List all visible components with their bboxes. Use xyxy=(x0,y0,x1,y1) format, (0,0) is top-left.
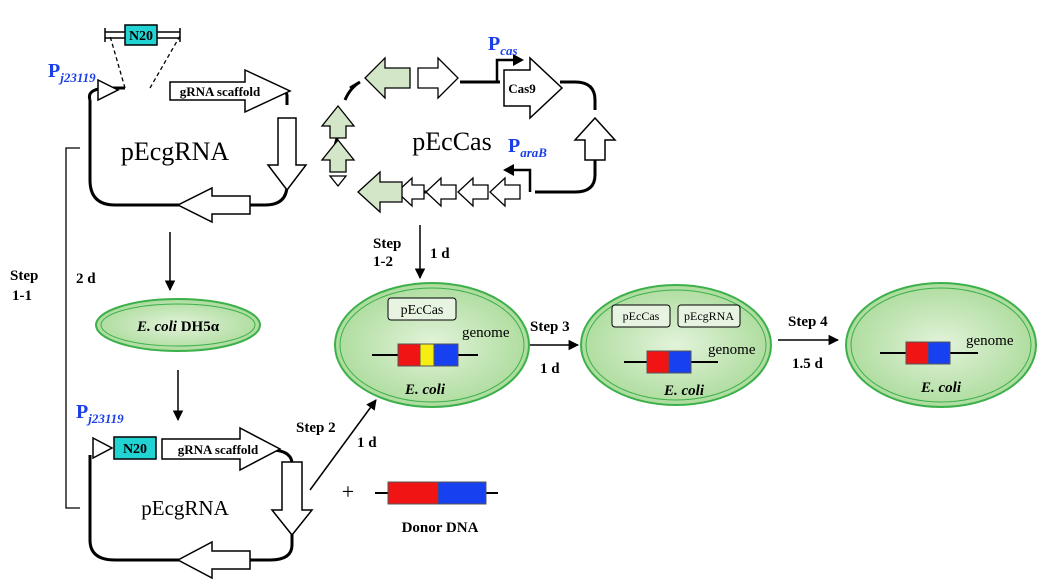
n20-top-label: N20 xyxy=(129,29,153,44)
cell2-genome-label: genome xyxy=(708,342,756,358)
promoter-j23119-top: Pj23119 xyxy=(48,60,96,85)
promoter-triangle-icon xyxy=(97,78,120,102)
step-2-arrow xyxy=(309,399,377,491)
cell2-plasmid1-label: pEcCas xyxy=(623,309,660,323)
pecgrna-top-plasmid: N20 Pj23119 gRNA scaffold pEcgRNA xyxy=(48,24,308,224)
cell1-genome-label: genome xyxy=(462,325,510,341)
green-gene-arrow xyxy=(320,104,356,139)
genome-blue-block xyxy=(433,343,459,367)
genome-blue-block xyxy=(668,350,692,374)
n20-top-box: N20 xyxy=(104,24,181,46)
donor-dna: Donor DNA xyxy=(375,481,498,536)
pecgrna-top-label: pEcgRNA xyxy=(121,137,230,166)
genome-red-block xyxy=(646,350,670,374)
cell2-plasmid2-label: pEcgRNA xyxy=(684,309,734,323)
promoter-parab: ParaB xyxy=(508,135,547,160)
time-2d-label: 2 d xyxy=(76,271,96,287)
white-gene-arrow xyxy=(457,176,489,208)
cas9-label: Cas9 xyxy=(508,81,536,96)
time-step12-label: 1 d xyxy=(430,246,450,262)
donor-blue-block xyxy=(437,481,487,505)
left-arrow-gene-icon xyxy=(176,540,251,580)
ecoli-cell-3: genome E. coli xyxy=(845,282,1037,408)
plasmid-box xyxy=(387,297,457,321)
ecoli-dh5a-cell: E. coli DH5α xyxy=(95,298,261,352)
grna-scaffold-arrow xyxy=(161,426,282,472)
donor-dna-label: Donor DNA xyxy=(402,520,479,536)
genome-blue-block xyxy=(927,341,951,365)
plasmid-box xyxy=(611,304,671,328)
cell3-genome-label: genome xyxy=(966,333,1014,349)
small-triangle-icon xyxy=(328,175,348,188)
pecas-plasmid: Pcas Cas9 ParaB pEcCas xyxy=(320,33,617,214)
time-step4-label: 1.5 d xyxy=(792,356,824,372)
green-gene-arrow xyxy=(364,56,411,100)
ecoli-dh5a-label: E. coli DH5α xyxy=(136,319,220,335)
up-arrow-gene-icon xyxy=(573,116,617,161)
step-3-label: Step 3 xyxy=(530,319,570,335)
pecas-label: pEcCas xyxy=(412,127,491,156)
grna-scaffold-bottom-label: gRNA scaffold xyxy=(178,442,259,457)
step-2-label: Step 2 xyxy=(296,420,336,436)
promoter-triangle-icon xyxy=(92,436,114,460)
n20-bottom-label: N20 xyxy=(123,442,147,457)
pecgrna-bottom-plasmid: Pj23119 N20 gRNA scaffold pEcgRNA xyxy=(76,401,314,580)
plasmid-box xyxy=(677,304,741,328)
green-gene-arrow xyxy=(320,138,356,173)
cas9-gene-arrow xyxy=(503,56,564,120)
down-arrow-gene-icon xyxy=(266,117,308,192)
cell2-name: E. coli xyxy=(663,383,705,399)
cell1-name: E. coli xyxy=(404,382,446,398)
time-step2-label: 1 d xyxy=(357,435,377,451)
green-gene-arrow xyxy=(357,170,403,214)
genome-red-block xyxy=(905,341,929,365)
time-step3-label: 1 d xyxy=(540,361,560,377)
grna-scaffold-top-label: gRNA scaffold xyxy=(180,84,261,99)
ecoli-cell-1: pEcCas genome E. coli xyxy=(334,282,530,408)
left-arrow-gene-icon xyxy=(176,186,251,224)
white-gene-arrow xyxy=(425,176,457,208)
down-arrow-gene-icon xyxy=(270,461,314,537)
ecoli-cell-2: pEcCas pEcgRNA genome E. coli xyxy=(580,284,772,406)
plasmid-backbone xyxy=(87,86,289,207)
donor-red-block xyxy=(387,481,439,505)
n20-bottom-box xyxy=(113,436,157,460)
step-4-label: Step 4 xyxy=(788,314,828,330)
plus-sign: + xyxy=(342,479,354,504)
cell1-plasmid-label: pEcCas xyxy=(401,303,444,318)
genome-red-block xyxy=(397,343,421,367)
genome-yellow-block xyxy=(419,343,435,367)
promoter-j23119-bottom: Pj23119 xyxy=(76,401,124,426)
pecgrna-bottom-label: pEcgRNA xyxy=(141,496,229,520)
grna-scaffold-arrow xyxy=(169,68,292,114)
white-gene-arrow xyxy=(417,56,459,100)
promoter-pcas: Pcas xyxy=(488,33,518,58)
white-gene-arrow xyxy=(489,176,521,208)
cell3-name: E. coli xyxy=(920,380,962,396)
white-gene-arrow xyxy=(396,176,425,208)
